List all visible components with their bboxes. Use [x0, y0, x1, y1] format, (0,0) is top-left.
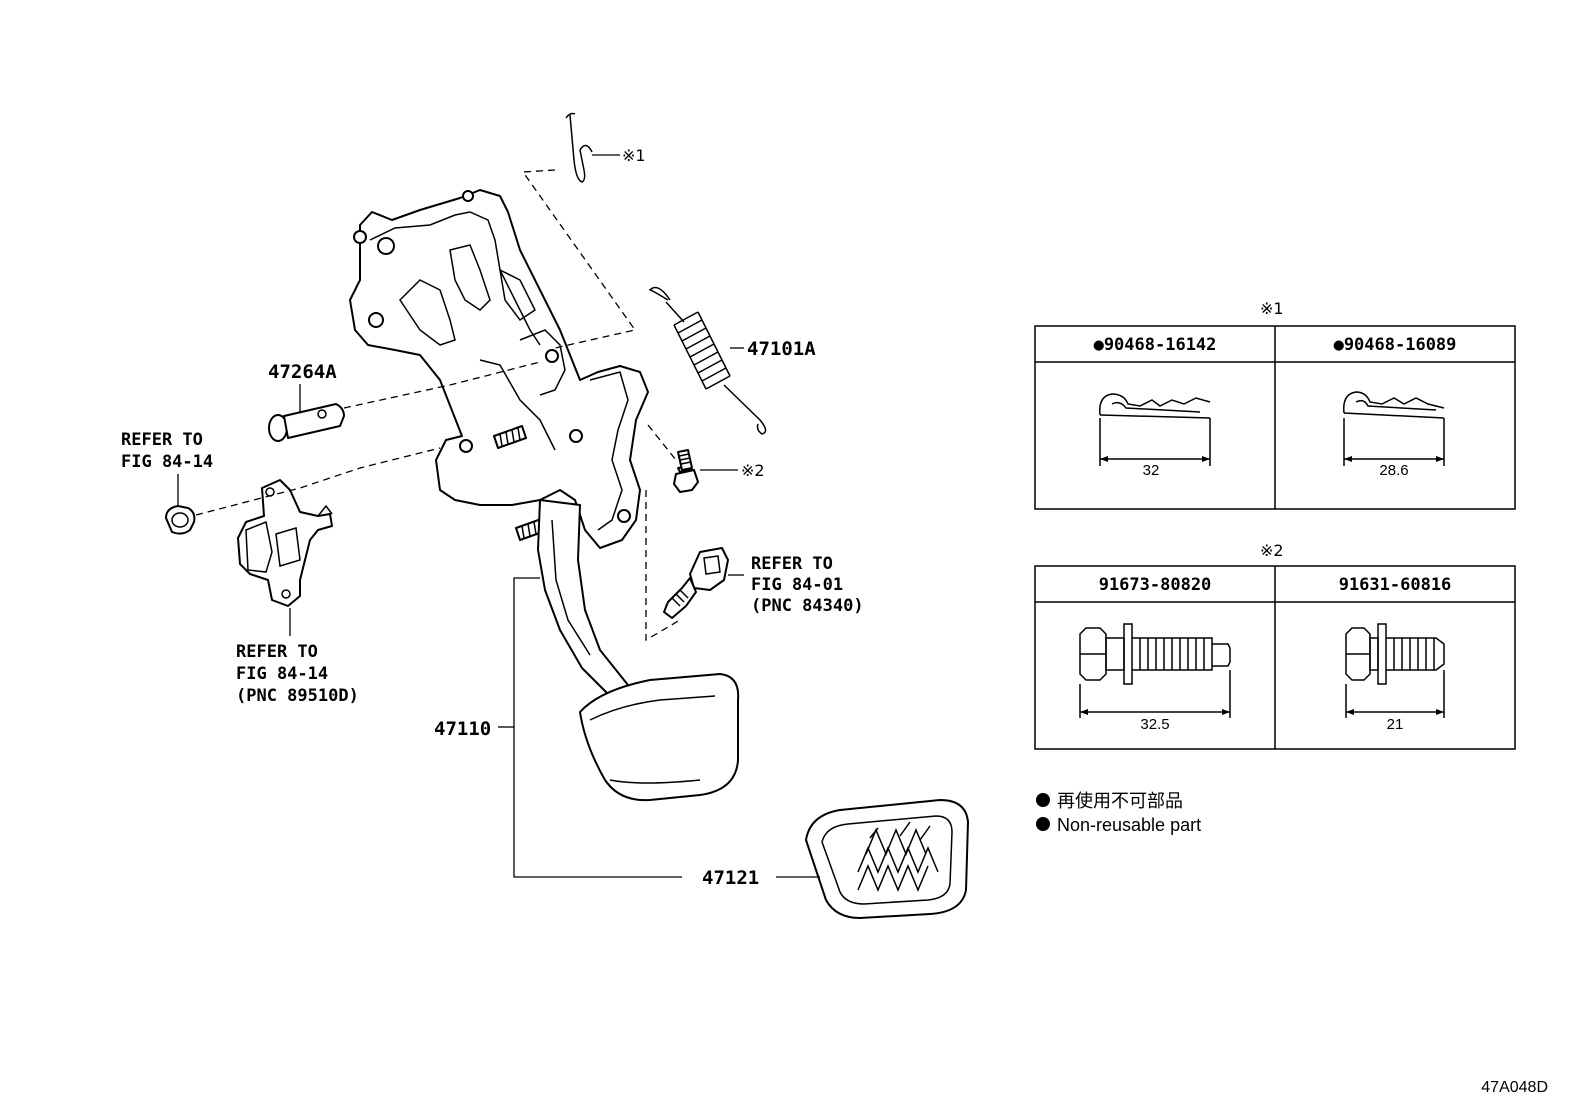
dashed-leaders — [195, 169, 681, 642]
part-number: 91673-80820 — [1099, 575, 1212, 595]
refer-note-right: REFER TO FIG 84-01 (PNC 84340) — [751, 554, 864, 616]
refer-line: FIG 84-14 — [121, 452, 213, 472]
bullet-icon — [1036, 793, 1050, 807]
clip-table: ※1 ●90468-16142 ●90468-16089 32 28.6 — [1034, 299, 1516, 510]
dimension: 28.6 — [1379, 462, 1408, 479]
callout-lines — [498, 577, 820, 878]
refer-line: REFER TO — [751, 554, 833, 574]
label-47121: 47121 — [702, 867, 759, 889]
stop-lamp-switch — [237, 479, 333, 636]
part-number: 91631-60816 — [1339, 575, 1452, 595]
refer-line: FIG 84-14 — [236, 664, 328, 684]
label-mark-2: ※2 — [741, 461, 765, 480]
bullet-icon — [1036, 817, 1050, 831]
label-mark-1: ※1 — [622, 146, 646, 165]
refer-line: REFER TO — [121, 430, 203, 450]
clip-part — [565, 112, 620, 183]
clevis-pin — [268, 384, 345, 442]
refer-line: (PNC 84340) — [751, 596, 864, 616]
bolt-part — [673, 449, 738, 493]
label-47264A: 47264A — [268, 361, 337, 383]
figure-code: 47A048D — [1481, 1079, 1548, 1096]
label-47101A: 47101A — [747, 338, 816, 360]
table-title: ※2 — [1260, 541, 1284, 560]
legend-en: Non-reusable part — [1057, 815, 1201, 835]
refer-line: (PNC 89510D) — [236, 686, 359, 706]
return-spring — [649, 286, 767, 435]
brake-pedal-arm — [537, 499, 740, 802]
label-47110: 47110 — [434, 718, 491, 740]
brake-light-switch — [663, 547, 744, 619]
pedal-bracket — [349, 189, 649, 549]
refer-note-left: REFER TO FIG 84-14 — [121, 430, 213, 472]
legend: 再使用不可部品 Non-reusable part — [1036, 791, 1201, 835]
legend-jp: 再使用不可部品 — [1057, 791, 1183, 811]
bolt-table: ※2 91673-80820 91631-60816 32.5 21 — [1034, 541, 1516, 750]
dimension: 32.5 — [1140, 716, 1169, 733]
part-number: ●90468-16089 — [1334, 335, 1457, 355]
nut-part — [165, 474, 196, 535]
dimension: 32 — [1143, 462, 1160, 479]
brake-pedal-pad — [805, 799, 969, 919]
refer-note-bottom: REFER TO FIG 84-14 (PNC 89510D) — [236, 642, 359, 706]
dimension: 21 — [1387, 716, 1404, 733]
table-title: ※1 — [1260, 299, 1284, 318]
refer-line: REFER TO — [236, 642, 318, 662]
refer-line: FIG 84-01 — [751, 575, 843, 595]
part-number: ●90468-16142 — [1094, 335, 1217, 355]
